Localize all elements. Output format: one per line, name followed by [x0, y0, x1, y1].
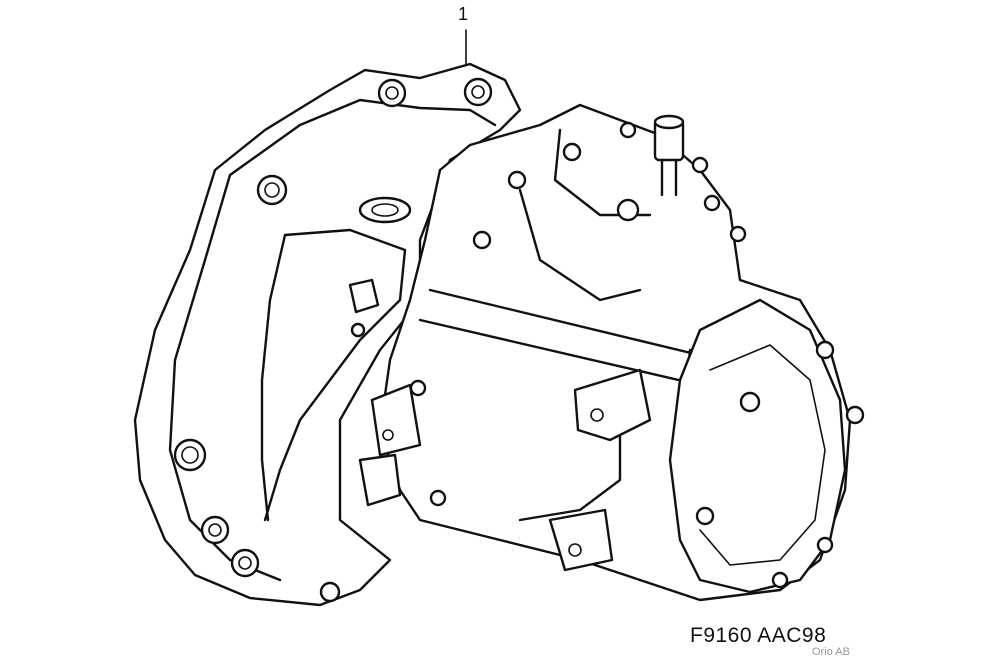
casing-ribs: [418, 128, 722, 522]
copyright-label: Orio AB: [812, 646, 850, 658]
shift-lever-stub: [348, 278, 380, 314]
end-cover-detail: [699, 344, 826, 566]
figure-code: F9160 AAC98: [690, 624, 827, 647]
bell-housing-outline: [133, 62, 522, 607]
release-port: [358, 196, 412, 224]
bell-housing-opening: [260, 228, 407, 522]
casing-bolts: [350, 121, 865, 589]
bell-housing-bolt-bosses: [173, 77, 493, 603]
breather-fitting: [653, 114, 685, 197]
mounting-brackets: [358, 368, 652, 572]
callout-number: 1: [458, 4, 469, 24]
